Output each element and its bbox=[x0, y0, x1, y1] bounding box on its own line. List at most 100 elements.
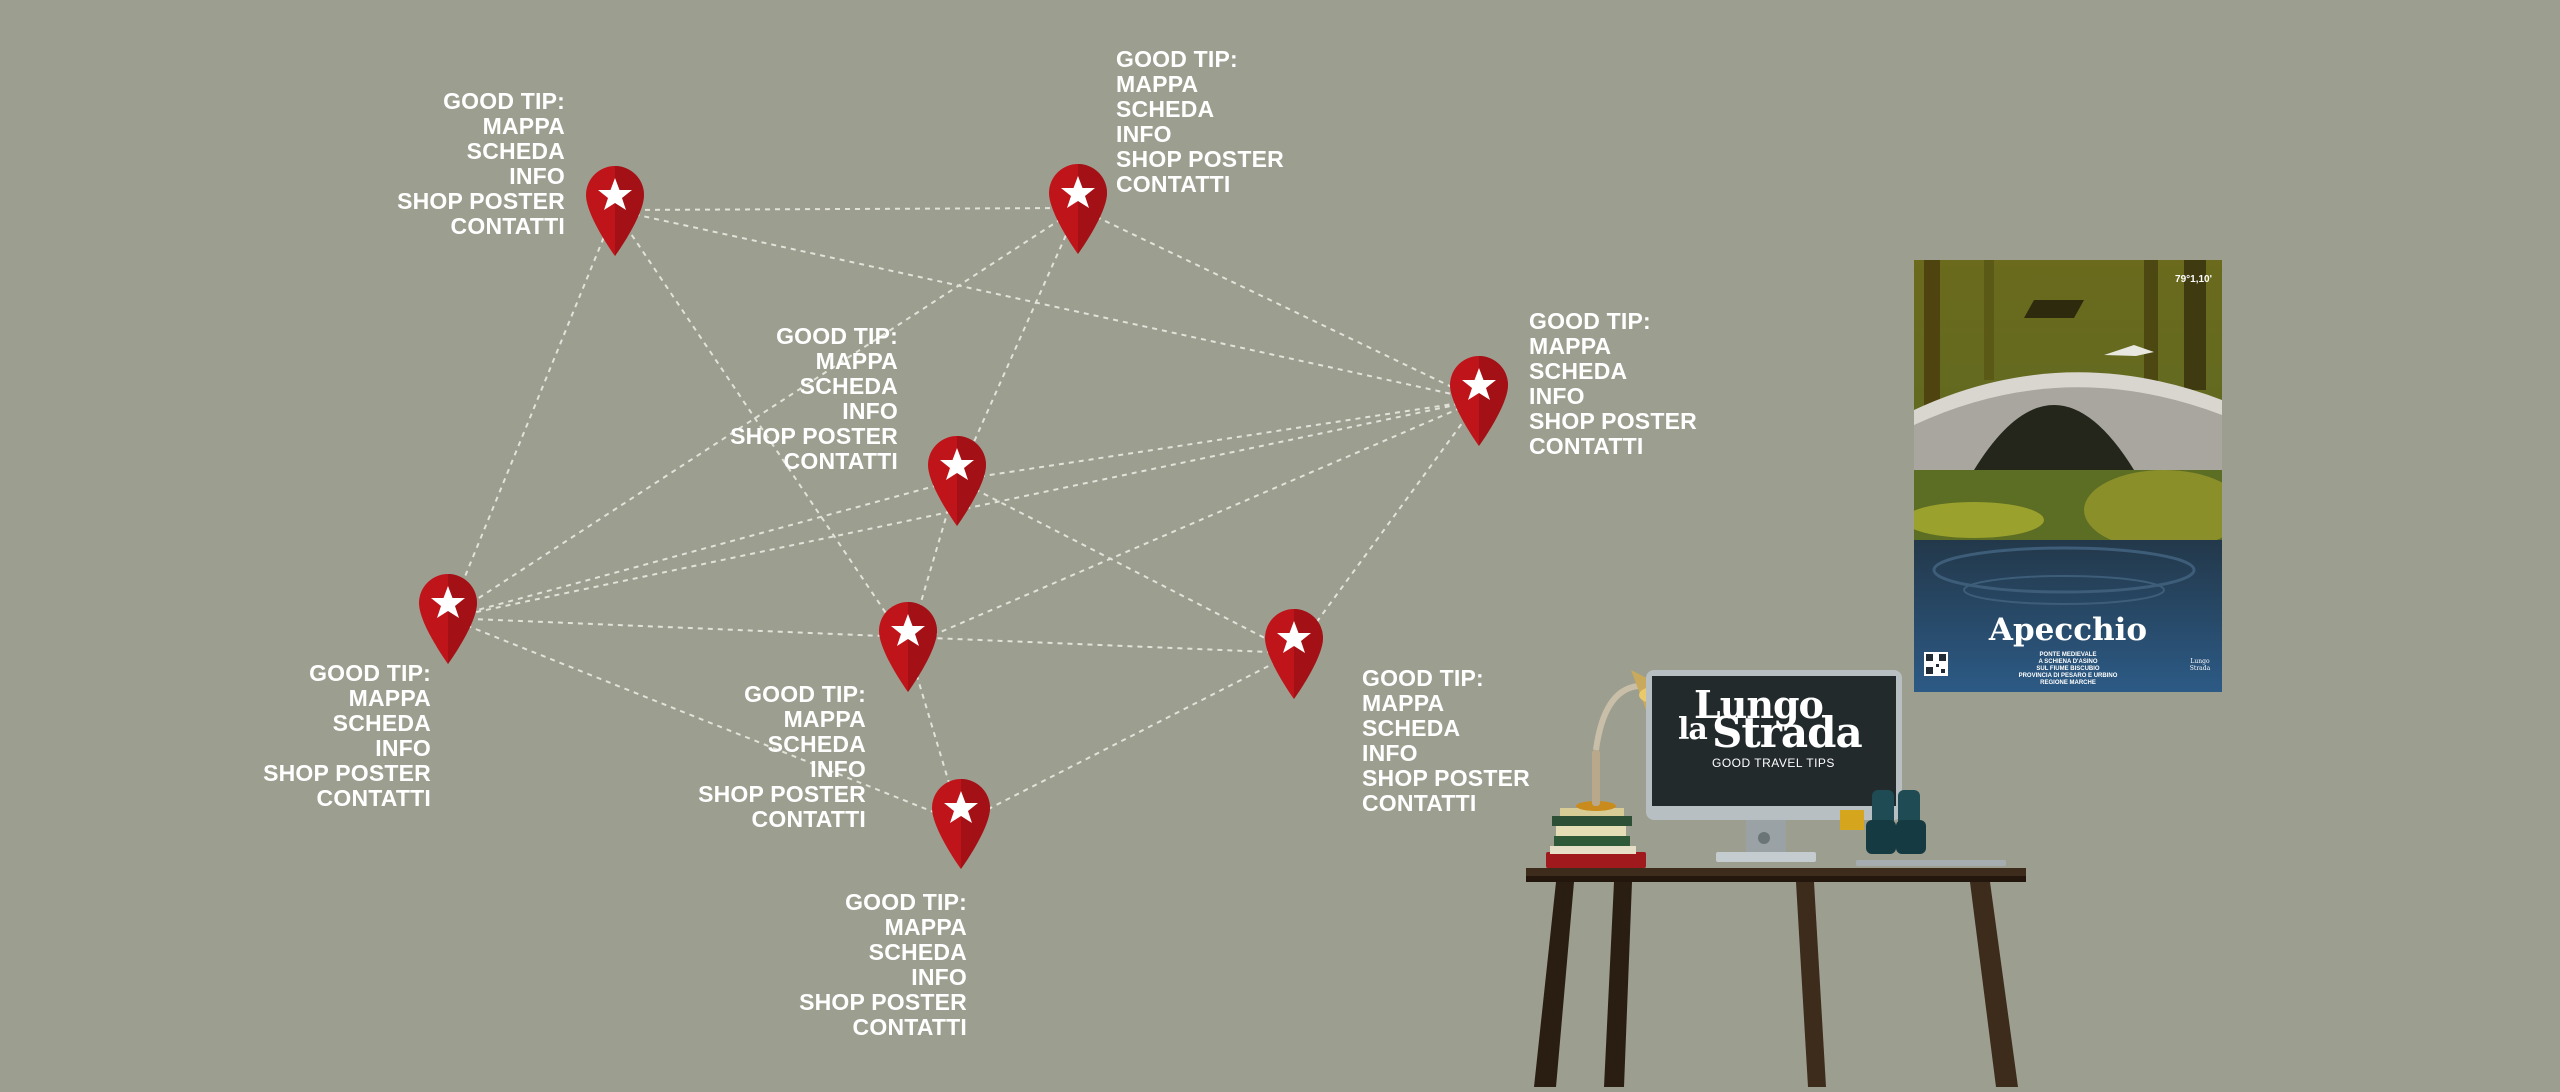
good-tip-title: GOOD TIP: bbox=[1362, 665, 1484, 691]
good-tip-title: GOOD TIP: bbox=[776, 323, 898, 349]
caption-line: PROVINCIA DI PESARO E URBINO bbox=[2018, 673, 2118, 679]
tip-link-mappa[interactable]: MAPPA bbox=[1116, 71, 1199, 97]
poster-size-label: 79°1,10' bbox=[2175, 274, 2212, 285]
tip-link-info[interactable]: INFO bbox=[810, 756, 866, 782]
map-pin-star-icon[interactable] bbox=[584, 164, 646, 256]
tip-link-contatti[interactable]: CONTATTI bbox=[852, 1014, 967, 1040]
tip-link-shop-poster[interactable]: SHOP POSTER bbox=[1116, 146, 1284, 172]
good-tip-title: GOOD TIP: bbox=[1116, 46, 1238, 72]
tip-link-contatti[interactable]: CONTATTI bbox=[1116, 171, 1231, 197]
tip-link-shop-poster[interactable]: SHOP POSTER bbox=[730, 423, 898, 449]
map-pin-star-icon[interactable] bbox=[1263, 607, 1325, 699]
tip-link-mappa[interactable]: MAPPA bbox=[348, 685, 431, 711]
tip-link-mappa[interactable]: MAPPA bbox=[1529, 333, 1612, 359]
caption-line: REGIONE MARCHE bbox=[2040, 680, 2096, 686]
tip-link-shop-poster[interactable]: SHOP POSTER bbox=[1362, 765, 1530, 791]
tip-link-mappa[interactable]: MAPPA bbox=[482, 113, 565, 139]
book-stack-icon bbox=[1546, 808, 1646, 868]
map-pin-star-icon[interactable] bbox=[417, 572, 479, 664]
tip-link-contatti[interactable]: CONTATTI bbox=[1362, 790, 1477, 816]
tip-link-contatti[interactable]: CONTATTI bbox=[450, 213, 565, 239]
monitor-logo-line1: Lungo bbox=[1694, 682, 1824, 727]
tip-link-scheda[interactable]: SCHEDA bbox=[799, 373, 898, 399]
tip-link-mappa[interactable]: MAPPA bbox=[815, 348, 898, 374]
good-tip-title: GOOD TIP: bbox=[744, 681, 866, 707]
route-line bbox=[447, 617, 1295, 654]
tip-link-scheda[interactable]: SCHEDA bbox=[767, 731, 866, 757]
tip-link-info[interactable]: INFO bbox=[509, 163, 565, 189]
route-line bbox=[614, 209, 909, 647]
good-tip-title: GOOD TIP: bbox=[1529, 308, 1651, 334]
caption-line: SUL FIUME BISCUBIO bbox=[2036, 666, 2100, 672]
tip-link-shop-poster[interactable]: SHOP POSTER bbox=[263, 760, 431, 786]
tip-link-contatti[interactable]: CONTATTI bbox=[1529, 433, 1644, 459]
route-line bbox=[447, 617, 962, 824]
tip-link-contatti[interactable]: CONTATTI bbox=[316, 785, 431, 811]
tip-link-scheda[interactable]: SCHEDA bbox=[332, 710, 431, 736]
map-pin-star-icon[interactable] bbox=[1448, 354, 1510, 446]
route-line bbox=[614, 207, 1079, 211]
route-line bbox=[1293, 399, 1480, 654]
tip-link-shop-poster[interactable]: SHOP POSTER bbox=[698, 781, 866, 807]
binoculars-icon bbox=[1840, 790, 1926, 854]
tip-link-scheda[interactable]: SCHEDA bbox=[1529, 358, 1628, 384]
route-line bbox=[614, 209, 1480, 401]
qr-code-icon bbox=[1924, 652, 1948, 676]
poster-title: Apecchio bbox=[1988, 612, 2148, 648]
tip-link-scheda[interactable]: SCHEDA bbox=[868, 939, 967, 965]
tip-link-mappa[interactable]: MAPPA bbox=[783, 706, 866, 732]
tip-link-info[interactable]: INFO bbox=[911, 964, 967, 990]
route-line bbox=[956, 399, 1480, 481]
tip-link-shop-poster[interactable]: SHOP POSTER bbox=[397, 188, 565, 214]
good-tip-title: GOOD TIP: bbox=[309, 660, 431, 686]
map-pin-star-icon[interactable] bbox=[930, 777, 992, 869]
travel-poster[interactable]: 79°1,10' Apecchio PONTE MEDIEVALE A SCHI… bbox=[1904, 260, 2244, 692]
tip-link-shop-poster[interactable]: SHOP POSTER bbox=[1529, 408, 1697, 434]
monitor-tagline: GOOD TRAVEL TIPS bbox=[1712, 756, 1835, 770]
tip-link-scheda[interactable]: SCHEDA bbox=[1116, 96, 1215, 122]
route-line bbox=[960, 652, 1295, 824]
poster-logo-icon: Lungo Strada bbox=[2190, 658, 2211, 672]
map-pin-star-icon[interactable] bbox=[926, 434, 988, 526]
good-tip-title: GOOD TIP: bbox=[443, 88, 565, 114]
tip-link-info[interactable]: INFO bbox=[842, 398, 898, 424]
monitor-logo-line2a: la bbox=[1678, 712, 1708, 747]
caption-line: A SCHIENA D'ASINO bbox=[2038, 659, 2098, 665]
good-tip-title: GOOD TIP: bbox=[845, 889, 967, 915]
map-pin-star-icon[interactable] bbox=[877, 600, 939, 692]
tip-link-contatti[interactable]: CONTATTI bbox=[783, 448, 898, 474]
poster-caption: PONTE MEDIEVALE A SCHIENA D'ASINO SUL FI… bbox=[2012, 652, 2124, 687]
desk-scene: Lungo la Strada GOOD TRAVEL TIPS bbox=[1526, 650, 2026, 1087]
tip-link-info[interactable]: INFO bbox=[375, 735, 431, 761]
route-line bbox=[1077, 207, 1480, 401]
tip-link-mappa[interactable]: MAPPA bbox=[1362, 690, 1445, 716]
tip-link-scheda[interactable]: SCHEDA bbox=[1362, 715, 1461, 741]
tip-link-shop-poster[interactable]: SHOP POSTER bbox=[799, 989, 967, 1015]
svg-text:Strada: Strada bbox=[2190, 665, 2211, 672]
caption-line: PONTE MEDIEVALE bbox=[2039, 652, 2097, 658]
tip-link-info[interactable]: INFO bbox=[1529, 383, 1585, 409]
tip-link-mappa[interactable]: MAPPA bbox=[884, 914, 967, 940]
svg-text:Lungo: Lungo bbox=[2190, 658, 2210, 665]
tip-link-contatti[interactable]: CONTATTI bbox=[751, 806, 866, 832]
tip-link-info[interactable]: INFO bbox=[1362, 740, 1418, 766]
desk-illustration bbox=[1526, 670, 2026, 1087]
tip-link-scheda[interactable]: SCHEDA bbox=[466, 138, 565, 164]
tip-link-info[interactable]: INFO bbox=[1116, 121, 1172, 147]
map-pin-star-icon[interactable] bbox=[1047, 162, 1109, 254]
poster-illustration bbox=[1904, 260, 2244, 692]
route-line bbox=[956, 479, 1295, 654]
route-line bbox=[907, 399, 1480, 647]
route-line bbox=[447, 479, 958, 619]
route-line bbox=[447, 209, 616, 619]
monitor-logo-line2b: Strada bbox=[1712, 708, 1863, 757]
